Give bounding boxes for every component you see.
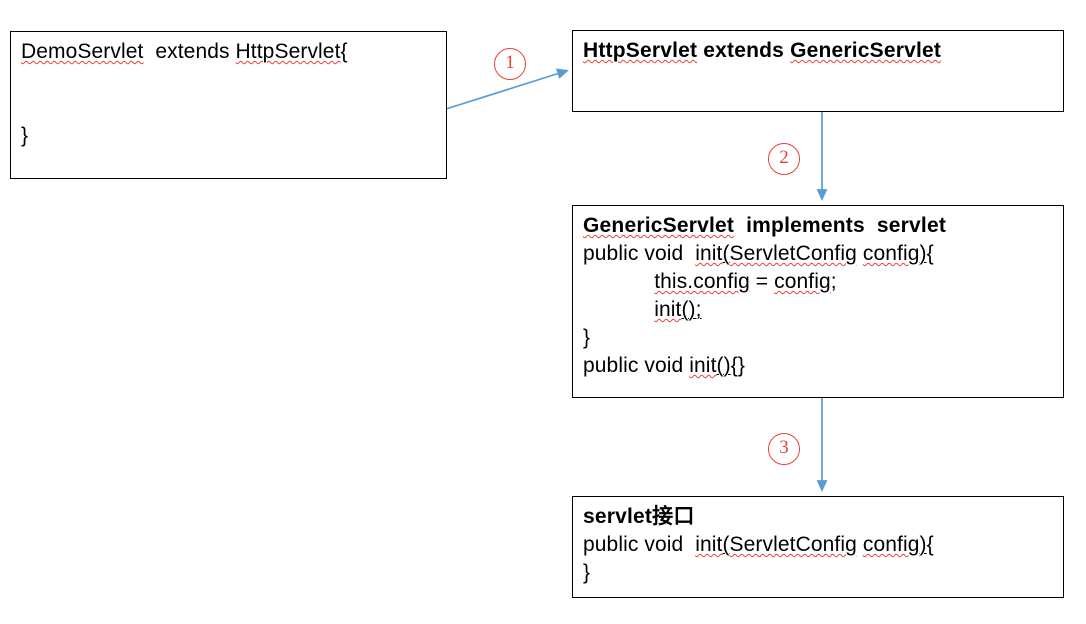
code-token: { (926, 242, 934, 265)
code-token: extends (697, 39, 791, 62)
code-token: public void (583, 533, 696, 556)
code-token: init (695, 242, 723, 265)
code-token: ServletConfig (729, 242, 857, 265)
code-line (21, 66, 446, 94)
code-token: DemoServlet (21, 40, 144, 63)
code-token: { (926, 533, 934, 556)
code-token: ( (722, 533, 730, 556)
box-demo-servlet: DemoServlet extends HttpServlet{ } (10, 31, 447, 179)
code-line: DemoServlet extends HttpServlet{ (21, 38, 446, 66)
code-token: implements servlet (734, 214, 947, 237)
code-token (583, 270, 654, 293)
code-token: GenericServlet (583, 214, 735, 237)
code-token: HttpServlet (235, 40, 341, 63)
code-line: servlet接口 (583, 503, 1063, 531)
code-line: } (583, 559, 1063, 587)
code-line: GenericServlet implements servlet (583, 212, 1063, 240)
code-token: public void (583, 242, 696, 265)
code-token: } (21, 124, 29, 147)
code-line: } (583, 324, 1063, 352)
code-line: init(); (583, 296, 1063, 324)
code-token: init (689, 354, 717, 377)
box-generic-servlet: GenericServlet implements servlet public… (572, 205, 1064, 398)
code-token: {} (730, 354, 745, 377)
code-line: } (21, 122, 446, 150)
code-token: extends (143, 40, 236, 63)
code-token: GenericServlet (790, 39, 942, 62)
box-servlet-interface: servlet接口 public void init(ServletConfig… (572, 496, 1064, 598)
code-token: = (749, 270, 775, 293)
code-token: ( (722, 242, 730, 265)
code-token: ) (919, 242, 927, 265)
step-marker-2: 2 (768, 143, 800, 175)
code-line: this.config = config; (583, 268, 1063, 296)
code-token: HttpServlet (583, 39, 698, 62)
step-marker-1: 1 (494, 48, 526, 80)
code-token: config (774, 270, 831, 293)
code-token: this.config (654, 270, 750, 293)
code-token (583, 298, 654, 321)
code-token: (); (681, 298, 702, 321)
code-token: ) (919, 533, 927, 556)
code-token: init (695, 533, 723, 556)
code-token: config (862, 533, 920, 556)
code-token (21, 96, 27, 119)
code-token: init (654, 298, 682, 321)
box-http-servlet: HttpServlet extends GenericServlet (572, 30, 1064, 112)
code-token: ServletConfig (729, 533, 857, 556)
code-token: } (583, 561, 591, 584)
code-line (21, 94, 446, 122)
code-token: public void (583, 354, 690, 377)
code-token: () (716, 354, 731, 377)
code-line: HttpServlet extends GenericServlet (583, 37, 1063, 65)
code-token: servlet接口 (583, 505, 695, 528)
code-line: public void init(ServletConfig config){ (583, 240, 1063, 268)
code-token: } (583, 326, 591, 349)
code-token (21, 68, 27, 91)
code-token: ; (830, 270, 837, 293)
code-token: config (862, 242, 920, 265)
code-line: public void init(){} (583, 352, 1063, 380)
code-token: { (340, 40, 348, 63)
step-marker-3: 3 (768, 433, 800, 465)
code-line: public void init(ServletConfig config){ (583, 531, 1063, 559)
